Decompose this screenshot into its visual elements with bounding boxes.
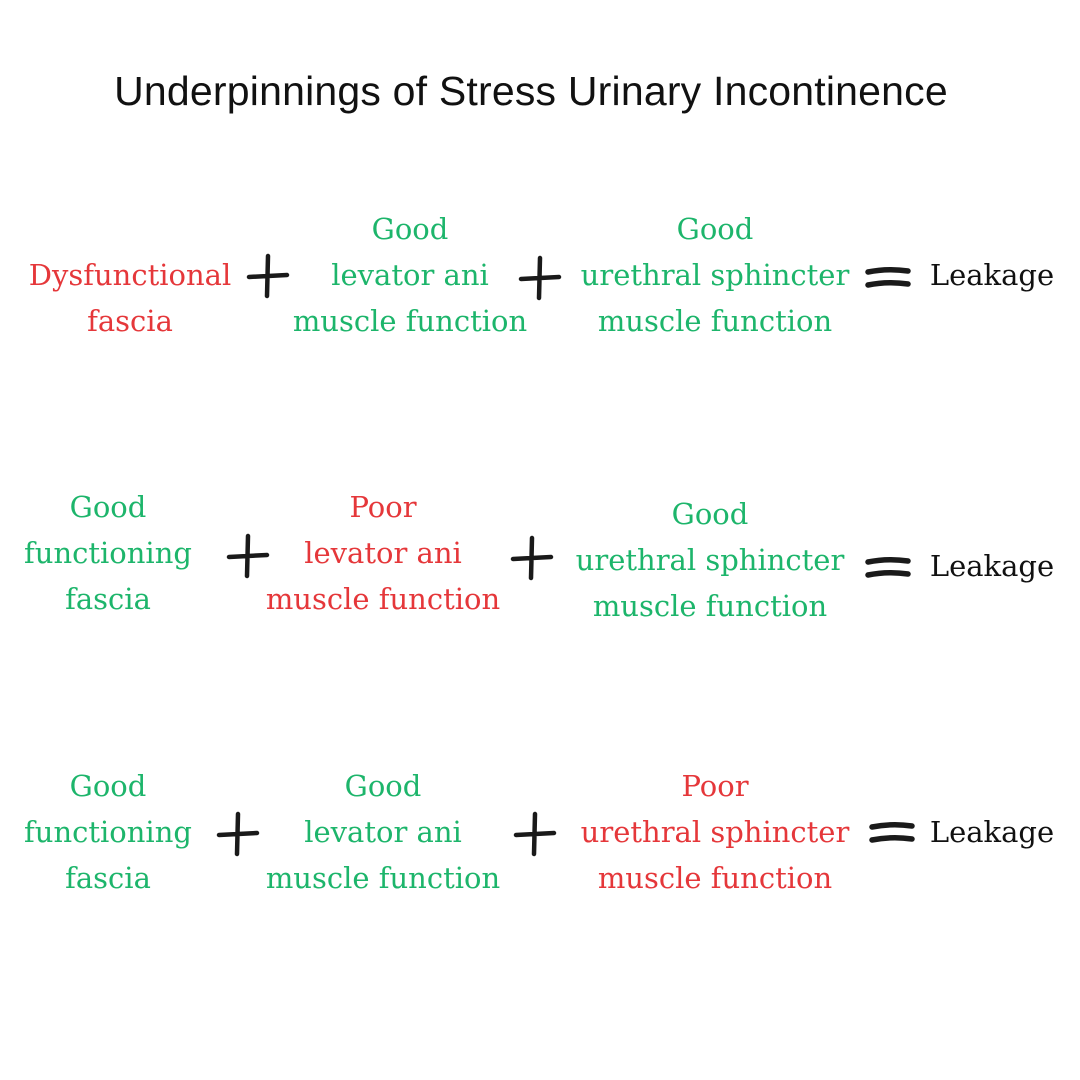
row3-sphincter-line2: urethral sphincter bbox=[580, 815, 850, 849]
row1-fascia-line1: Dysfunctional bbox=[28, 258, 232, 292]
row3-fascia-line1: Good bbox=[69, 769, 147, 803]
row3-plus-1 bbox=[214, 810, 262, 858]
row1-fascia: Dysfunctional fascia bbox=[20, 252, 240, 344]
row2-sphincter-line3: muscle function bbox=[592, 589, 828, 623]
row1-equals bbox=[864, 254, 912, 302]
row2-sphincter-line1: Good bbox=[671, 497, 749, 531]
equals-icon bbox=[865, 556, 911, 578]
row3-levator-line2: levator ani bbox=[304, 815, 462, 849]
row1-plus-1 bbox=[244, 252, 292, 300]
row1-sphincter-line3: muscle function bbox=[597, 304, 833, 338]
row2-levator-line1: Poor bbox=[349, 490, 417, 524]
row1-levator-line2: levator ani bbox=[331, 258, 489, 292]
row1-sphincter: Good urethral sphincter muscle function bbox=[578, 206, 852, 344]
row2-sphincter: Good urethral sphincter muscle function bbox=[573, 491, 847, 629]
row3-plus-2 bbox=[511, 810, 559, 858]
row3-fascia-line2: functioning bbox=[24, 815, 192, 849]
row1-result: Leakage bbox=[929, 258, 1055, 292]
row3-result: Leakage bbox=[929, 815, 1055, 849]
row3-levator-line3: muscle function bbox=[265, 861, 501, 895]
row1-plus-2 bbox=[516, 254, 564, 302]
row2-levator-line3: muscle function bbox=[265, 582, 501, 616]
row2-fascia-line1: Good bbox=[69, 490, 147, 524]
row3-sphincter-line3: muscle function bbox=[597, 861, 833, 895]
row2-fascia: Good functioning fascia bbox=[18, 484, 198, 622]
plus-icon bbox=[216, 811, 260, 857]
row3-fascia-line3: fascia bbox=[65, 861, 151, 895]
row3-sphincter-line1: Poor bbox=[681, 769, 749, 803]
plus-icon bbox=[226, 533, 270, 579]
row3-fascia: Good functioning fascia bbox=[18, 763, 198, 901]
equals-icon bbox=[869, 821, 915, 843]
plus-icon bbox=[513, 811, 557, 857]
plus-icon bbox=[510, 535, 554, 581]
row1-levator: Good levator ani muscle function bbox=[285, 206, 535, 344]
row2-levator-line2: levator ani bbox=[304, 536, 462, 570]
row2-result: Leakage bbox=[929, 549, 1055, 583]
row2-levator: Poor levator ani muscle function bbox=[258, 484, 508, 622]
row1-fascia-line2: fascia bbox=[87, 304, 173, 338]
row1-sphincter-line2: urethral sphincter bbox=[580, 258, 850, 292]
plus-icon bbox=[246, 253, 290, 299]
row2-plus-2 bbox=[508, 534, 556, 582]
row1-sphincter-line1: Good bbox=[676, 212, 754, 246]
row3-levator-line1: Good bbox=[344, 769, 422, 803]
equals-icon bbox=[865, 266, 911, 288]
row3-levator: Good levator ani muscle function bbox=[258, 763, 508, 901]
row2-sphincter-line2: urethral sphincter bbox=[575, 543, 845, 577]
row2-plus-1 bbox=[224, 532, 272, 580]
row2-fascia-line3: fascia bbox=[65, 582, 151, 616]
row1-levator-line3: muscle function bbox=[292, 304, 528, 338]
row1-levator-line1: Good bbox=[371, 212, 449, 246]
page-title: Underpinnings of Stress Urinary Incontin… bbox=[114, 68, 948, 114]
row2-fascia-line2: functioning bbox=[24, 536, 192, 570]
plus-icon bbox=[518, 255, 562, 301]
row2-equals bbox=[864, 544, 912, 592]
row3-sphincter: Poor urethral sphincter muscle function bbox=[578, 763, 852, 901]
row3-equals bbox=[868, 809, 916, 857]
